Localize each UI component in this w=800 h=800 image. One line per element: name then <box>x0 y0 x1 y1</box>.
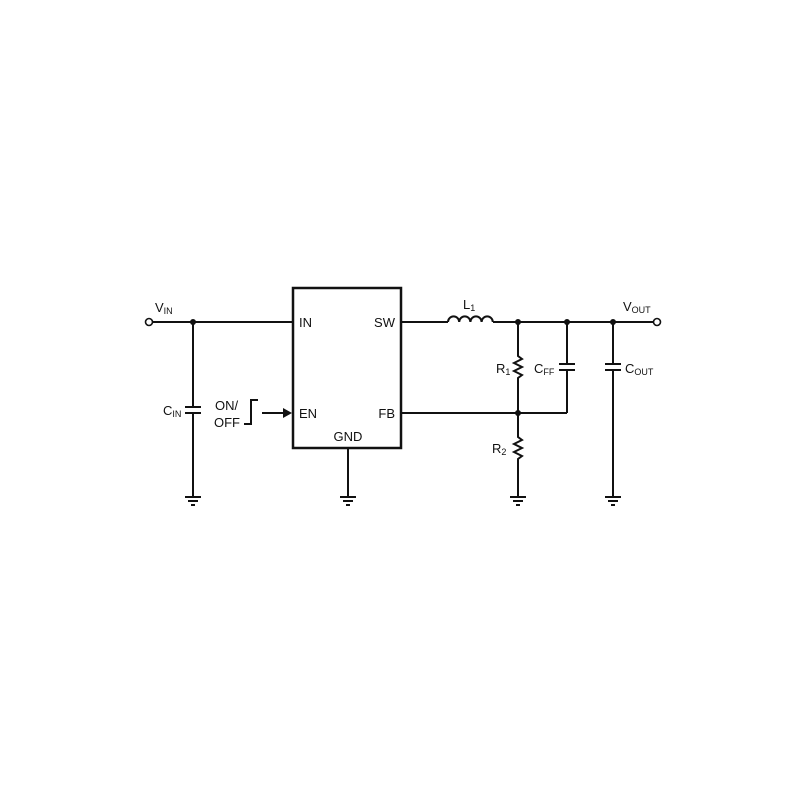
r1-label: R1 <box>496 361 510 377</box>
cout-label: COUT <box>625 361 654 377</box>
pin-sw: SW <box>374 315 396 330</box>
pin-en: EN <box>299 406 317 421</box>
ground-icon <box>185 496 201 506</box>
l1-label: L1 <box>463 297 475 313</box>
r2-label: R2 <box>492 441 506 457</box>
cin-label: CIN <box>163 403 181 419</box>
feedback-divider <box>511 322 525 496</box>
inductor-l1 <box>447 315 494 323</box>
arrow-icon <box>283 408 292 418</box>
cff-label: CFF <box>534 361 555 377</box>
on-label: ON/ <box>215 398 239 413</box>
cout-capacitor <box>605 322 621 496</box>
vin-label: VIN <box>155 300 173 316</box>
step-signal-icon <box>244 399 258 425</box>
cff-capacitor <box>559 322 575 413</box>
ground-icon <box>605 496 621 506</box>
pin-in: IN <box>299 315 312 330</box>
vout-label: VOUT <box>623 299 651 315</box>
vin-terminal <box>144 317 154 327</box>
pin-gnd: GND <box>334 429 363 444</box>
off-label: OFF <box>214 415 240 430</box>
pin-fb: FB <box>378 406 395 421</box>
cin-capacitor <box>185 322 201 496</box>
junction-dot <box>515 410 521 416</box>
regulator-ic <box>291 286 403 450</box>
ground-icon <box>510 496 526 506</box>
ground-icon <box>340 496 356 506</box>
vout-terminal <box>652 317 662 327</box>
